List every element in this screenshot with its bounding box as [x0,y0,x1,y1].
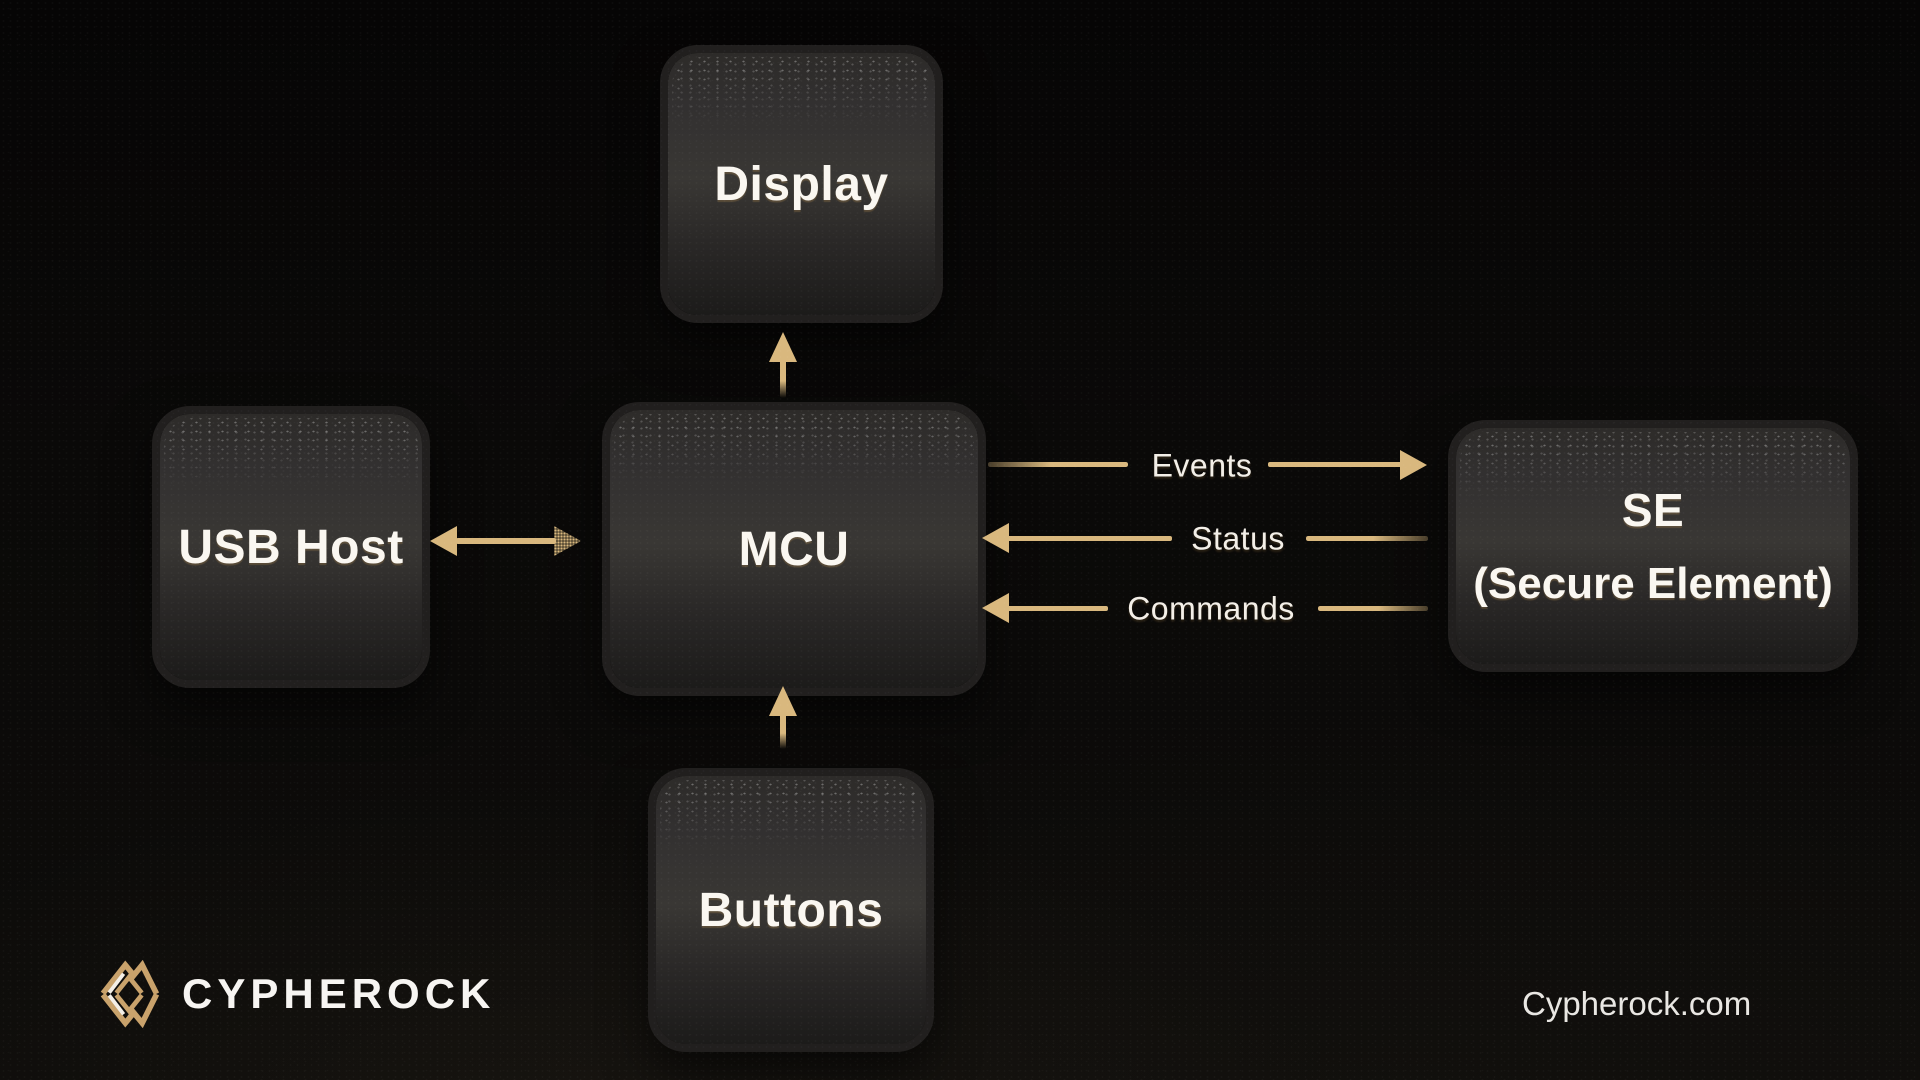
arrowhead-left-icon [982,593,1009,623]
arrow-line [1306,536,1428,541]
arrow-line [1268,462,1402,467]
arrow-line [1318,606,1428,611]
arrow-line [780,714,786,749]
edge-label-commands: Commands [1127,590,1295,627]
node-buttons-label: Buttons [698,883,884,937]
node-usb-host: USB Host [152,406,430,688]
cypherock-diamond-logo-icon [100,960,160,1028]
node-mcu: MCU [602,402,986,696]
node-usb-host-label: USB Host [178,520,404,574]
node-se-sublabel: (Secure Element) [1473,559,1833,608]
node-buttons: Buttons [648,768,934,1052]
arrow-line [780,360,786,398]
arrowhead-left-icon [430,526,457,556]
arrowhead-up-icon [769,332,797,362]
node-texture [164,418,418,488]
node-display-label: Display [714,157,889,211]
arrow-line [1007,536,1172,541]
node-display: Display [660,45,943,323]
node-mcu-label: MCU [738,522,850,576]
cypherock-logo: CYPHEROCK [100,960,495,1028]
website-link[interactable]: Cypherock.com [1522,985,1752,1022]
node-se-label: SE [1621,484,1685,536]
arrow-line [456,538,556,544]
cypherock-wordmark: CYPHEROCK [182,970,496,1017]
node-secure-element: SE (Secure Element) [1448,420,1858,672]
arrowhead-left-icon [982,523,1009,553]
node-texture [672,57,931,127]
edge-label-status: Status [1191,520,1285,557]
edge-label-events: Events [1151,447,1253,484]
arrowhead-right-icon [554,526,581,556]
arrow-line [988,462,1128,467]
node-texture [660,780,922,850]
node-texture [614,414,974,484]
arrow-line [1007,606,1108,611]
arrowhead-right-icon [1400,450,1427,480]
